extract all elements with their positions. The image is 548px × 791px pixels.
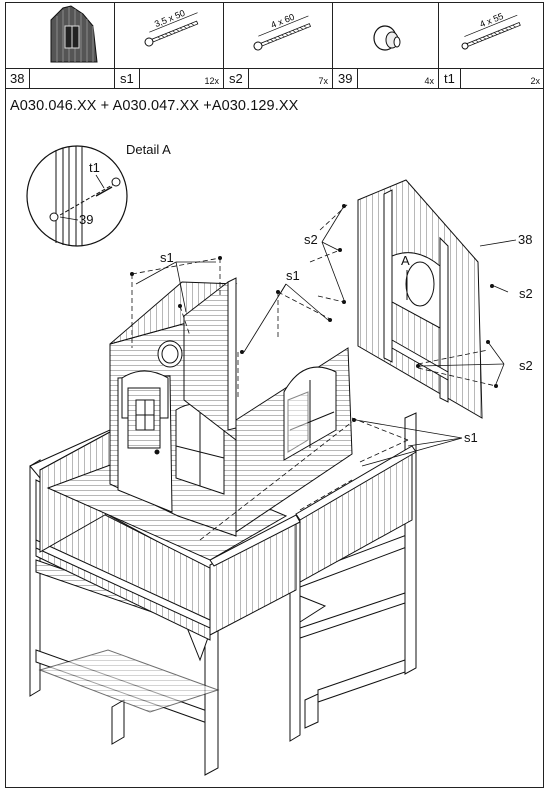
leader-lines — [135, 205, 517, 467]
instruction-page-frame — [5, 2, 544, 788]
detail-39-label: 39 — [79, 212, 94, 227]
detail-t1-label: t1 — [89, 160, 100, 175]
detail-a-title: Detail A — [126, 142, 171, 157]
part-qty: 12x — [204, 76, 219, 86]
detail-a-callout — [26, 145, 128, 247]
wall-panel-38 — [357, 179, 483, 419]
part-id: t1 — [439, 69, 461, 88]
screw-icon: 3,5 x 50 — [144, 8, 199, 47]
part-id: 39 — [333, 69, 359, 88]
label-s2-right-top: s2 — [519, 286, 533, 301]
part-39-cell: 39 4x — [333, 2, 439, 88]
screw-markers — [130, 204, 498, 422]
label-s2-top: s2 — [304, 232, 318, 247]
parts-list: 38 3,5 x 50 s1 12x — [5, 2, 544, 89]
part-id: s1 — [115, 69, 140, 88]
label-38: 38 — [518, 232, 533, 247]
part-id: 38 — [5, 69, 31, 88]
part-qty: 2x — [530, 76, 540, 86]
label-s1-top: s1 — [160, 250, 174, 265]
detail-a-marker: A — [401, 253, 410, 268]
product-codes: A030.046.XX + A030.047.XX +A030.129.XX — [10, 98, 299, 114]
label-s1-mid: s1 — [286, 268, 300, 283]
label-s2-right-low: s2 — [519, 358, 533, 373]
side-wall-panel — [183, 277, 237, 442]
part-t1-cell: 4 x 55 t1 2x — [439, 2, 544, 88]
part-qty: 7x — [318, 76, 328, 86]
wall-panel-icon — [50, 5, 98, 63]
part-qty: 4x — [424, 76, 434, 86]
assembly-guides — [131, 203, 497, 541]
screw-icon: 4 x 60 — [253, 12, 312, 51]
screw-icon: 4 x 55 — [461, 11, 521, 50]
part-id: s2 — [224, 69, 249, 88]
front-wall-panel — [109, 281, 238, 537]
part-s1-cell: 3,5 x 50 s1 12x — [115, 2, 224, 88]
knob-icon — [373, 25, 401, 51]
label-s1-right: s1 — [464, 430, 478, 445]
part-s2-cell: 4 x 60 s2 7x — [224, 2, 333, 88]
part-38-cell: 38 — [5, 2, 115, 88]
middle-wall-panel — [235, 347, 353, 533]
